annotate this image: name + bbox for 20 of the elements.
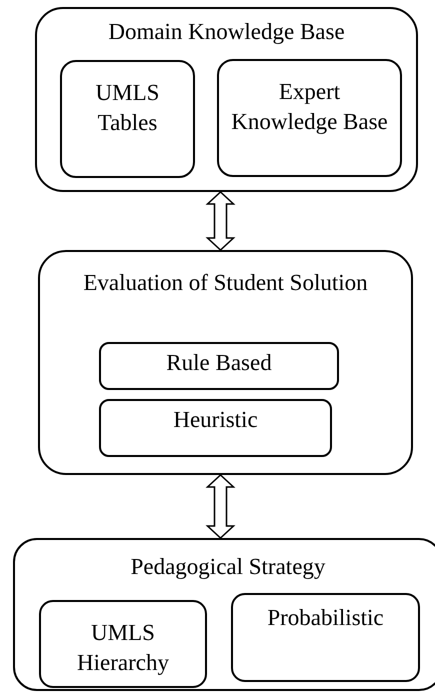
component-box <box>60 60 195 178</box>
component-label: Heuristic <box>172 406 259 434</box>
module-title: Pedagogical Strategy <box>130 553 326 581</box>
double-arrow <box>206 190 236 252</box>
component-label: Probabilistic <box>266 604 385 632</box>
component-box <box>99 399 332 457</box>
component-box <box>217 59 402 177</box>
module-title: Evaluation of Student Solution <box>82 269 369 297</box>
module-container <box>38 250 413 475</box>
component-box <box>99 342 339 390</box>
module-title: Domain Knowledge Base <box>107 18 346 46</box>
component-label: Rule Based <box>165 349 273 377</box>
module-container <box>13 538 435 691</box>
double-arrow <box>206 474 236 540</box>
component-box <box>231 593 420 682</box>
component-label: UMLS Hierarchy <box>76 619 170 677</box>
component-box <box>39 600 207 688</box>
component-label: Expert Knowledge Base <box>230 78 389 136</box>
component-label: UMLS Tables <box>94 79 160 137</box>
module-container <box>35 7 418 192</box>
